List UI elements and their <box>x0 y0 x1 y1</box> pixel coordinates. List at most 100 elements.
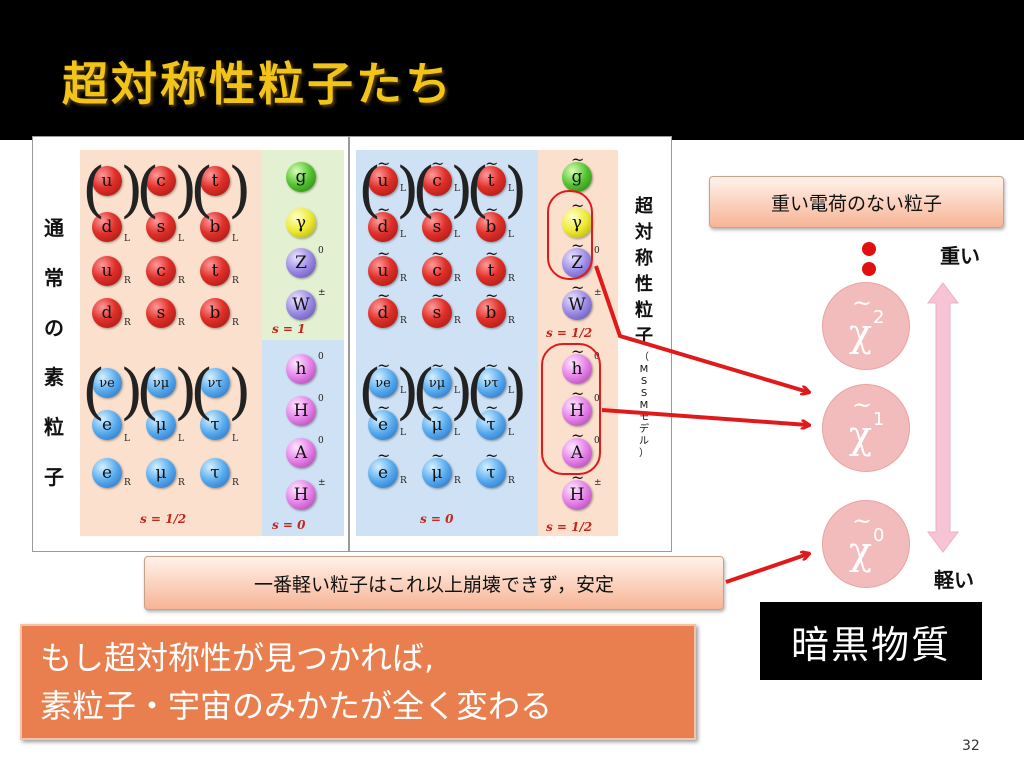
sub-label: L <box>124 234 130 244</box>
sub-label: L <box>400 386 406 396</box>
doublet-paren: ( <box>358 155 382 225</box>
doublet-paren: ) <box>228 357 252 427</box>
sub-label: R <box>232 478 239 488</box>
sub-label: L <box>508 184 514 194</box>
quark-u: u <box>92 256 122 286</box>
superpartners-label: 超 対 称 性 粒 子 <box>635 196 653 347</box>
gauge-boson-W: W <box>286 290 316 320</box>
squark-s: s <box>422 212 452 242</box>
tilde-mark: ~ <box>571 236 585 255</box>
slepton-νe: νe <box>368 368 398 398</box>
quark-d: d <box>92 298 122 328</box>
sub-label: L <box>454 428 460 438</box>
slepton-τ: τ <box>476 458 506 488</box>
superscript: 0 <box>318 436 324 446</box>
lepton-νe: νe <box>92 368 122 398</box>
sub-label: L <box>508 386 514 396</box>
sub-label: R <box>178 276 185 286</box>
tilde-mark: ~ <box>485 446 499 465</box>
sub-label: L <box>400 184 406 194</box>
tilde-mark: ~ <box>571 426 585 445</box>
superscript: ± <box>318 478 326 488</box>
lepton-e: e <box>92 458 122 488</box>
quark-b: b <box>200 212 230 242</box>
lepton-τ: τ <box>200 458 230 488</box>
doublet-paren: ( <box>190 155 214 225</box>
doublet-paren: ) <box>120 155 144 225</box>
tilde-mark: ~ <box>485 244 499 263</box>
neutralino-0: ~ χ 0 <box>822 500 910 588</box>
higgs-H: H <box>286 396 316 426</box>
sub-label: R <box>232 276 239 286</box>
mass-axis-arrow <box>927 282 959 553</box>
tilde-mark: ~ <box>485 286 499 305</box>
lightest-stable-callout: 一番軽い粒子はこれ以上崩壊できず，安定 <box>144 556 724 610</box>
ellipsis-dot <box>862 242 876 256</box>
sub-label: L <box>508 230 514 240</box>
tilde-mark: ~ <box>485 398 499 417</box>
slepton-νμ: νμ <box>422 368 452 398</box>
sub-label: R <box>454 476 461 486</box>
doublet-paren: ) <box>396 155 420 225</box>
squark-t: t <box>476 166 506 196</box>
summary-line-2: 素粒子・宇宙のみかたが全く変わる <box>40 687 553 725</box>
quark-c: c <box>146 166 176 196</box>
higgs-A: A <box>286 438 316 468</box>
slepton-e: e <box>368 410 398 440</box>
doublet-paren: ( <box>82 357 106 427</box>
quark-u: u <box>92 166 122 196</box>
squark-t: t <box>476 256 506 286</box>
tilde-mark: ~ <box>485 356 499 375</box>
tilde-mark: ~ <box>431 356 445 375</box>
gaugino-arrow <box>594 265 808 392</box>
doublet-paren: ) <box>504 357 528 427</box>
ordinary-particles-label: 通 常 の 素 粒 子 <box>44 216 64 489</box>
slepton-ντ: ντ <box>476 368 506 398</box>
tilde-mark: ~ <box>377 244 391 263</box>
sub-label: R <box>508 274 515 284</box>
doublet-paren: ) <box>228 155 252 225</box>
sub-label: R <box>124 276 131 286</box>
table-divider <box>348 136 350 552</box>
slepton-μ: μ <box>422 410 452 440</box>
quark-s: s <box>146 298 176 328</box>
squark-b: b <box>476 212 506 242</box>
sub-label: R <box>400 476 407 486</box>
superscript: 0 <box>318 394 324 404</box>
quark-d: d <box>92 212 122 242</box>
tilde-mark: ~ <box>485 200 499 219</box>
quark-c: c <box>146 256 176 286</box>
tilde-mark: ~ <box>571 278 585 297</box>
sub-label: L <box>124 434 130 444</box>
sub-label: R <box>124 478 131 488</box>
lepton-νμ: νμ <box>146 368 176 398</box>
superscript: ± <box>594 478 602 488</box>
spin-label-fermions: s = 1/2 <box>140 512 187 526</box>
tilde-mark: ~ <box>377 398 391 417</box>
higgsino-arrow <box>601 408 808 425</box>
light-label: 軽い <box>934 568 974 592</box>
squark-d: d <box>368 298 398 328</box>
higgs-h: h <box>286 354 316 384</box>
tilde-mark: ~ <box>377 154 391 173</box>
sub-label: R <box>232 318 239 328</box>
superscript: 0 <box>318 352 324 362</box>
lepton-e: e <box>92 410 122 440</box>
doublet-paren: ( <box>466 155 490 225</box>
doublet-paren: ( <box>136 155 160 225</box>
superscript: ± <box>318 288 326 298</box>
doublet-paren: ( <box>190 357 214 427</box>
mssm-model-label: （ M S S M モ デ ル ） <box>639 352 649 459</box>
sub-label: R <box>508 476 515 486</box>
tilde-mark: ~ <box>431 200 445 219</box>
page-number: 32 <box>962 738 980 754</box>
gaugino-γ: γ <box>562 208 592 238</box>
higgsino-H: H <box>562 396 592 426</box>
doublet-paren: ( <box>412 155 436 225</box>
doublet-paren: ( <box>82 155 106 225</box>
superscript: 0 <box>594 246 600 256</box>
summary-box: もし超対称性が見つかれば, 素粒子・宇宙のみかたが全く変わる <box>20 624 696 740</box>
superscript: 0 <box>318 246 324 256</box>
slepton-τ: τ <box>476 410 506 440</box>
